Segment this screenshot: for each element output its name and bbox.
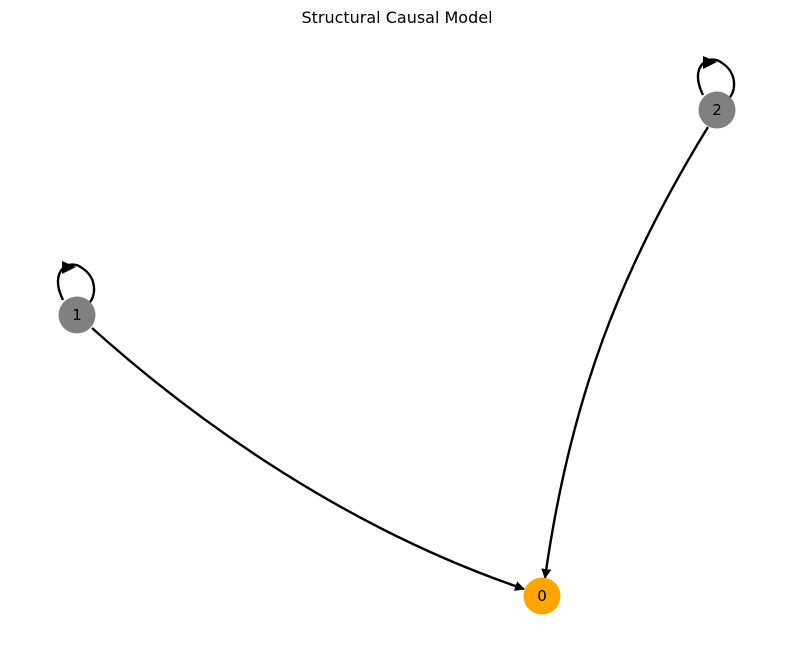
node-0: 0 [523,577,561,615]
node-2: 2 [698,91,736,129]
node-2-label: 2 [712,101,722,119]
node-0-label: 0 [537,587,547,605]
edge-2-to-2 [696,58,736,100]
edge-2-to-2-arrowhead [703,56,717,69]
edge-1-to-1-arrowhead [62,261,76,274]
node-1: 1 [58,296,96,334]
edge-1-to-1 [56,263,96,305]
node-1-label: 1 [72,306,82,324]
node-0-circle [523,577,561,615]
node-1-circle [58,296,96,334]
edge-2-to-0 [541,126,710,579]
diagram-title: Structural Causal Model [301,8,493,27]
edge-1-to-0 [91,327,525,591]
node-2-circle [698,91,736,129]
